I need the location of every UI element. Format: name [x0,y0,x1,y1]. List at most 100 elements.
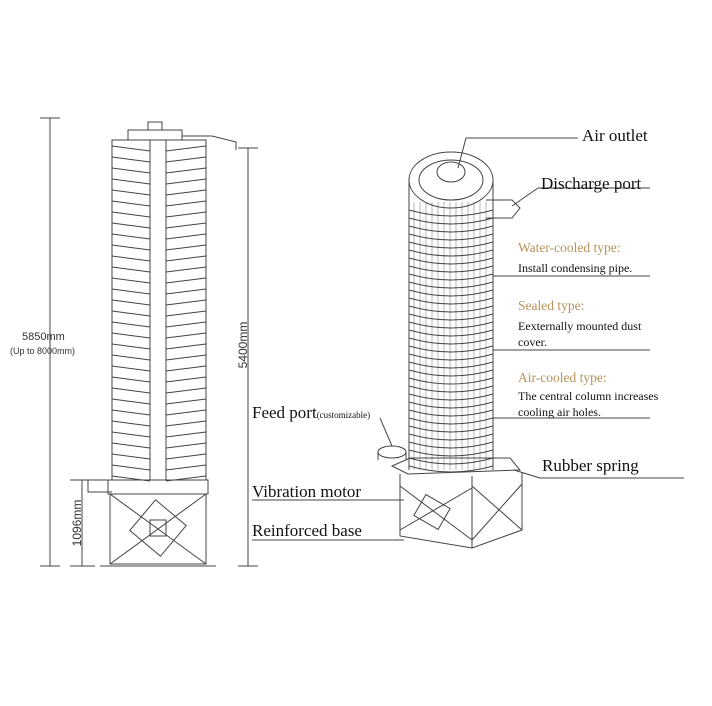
leader-air-outlet-a [457,137,467,169]
right-tray-line [408,329,494,337]
right-tray-line [408,241,494,249]
right-tray-line [408,305,494,313]
right-tray-line [408,233,494,241]
right-discharge-port [486,199,521,219]
left-tray-line [111,255,207,262]
right-vibration-motor [413,493,451,531]
left-tray-line [111,365,207,372]
right-tray-line [408,249,494,257]
left-tray-line [111,299,207,306]
left-base-plate [107,479,209,495]
left-tray-line [111,387,207,394]
sealed-desc-2: cover. [518,335,547,349]
left-tray-line [111,310,207,317]
right-tray-line [408,313,494,321]
right-tray-line [408,265,494,273]
left-tray-line [111,211,207,218]
left-tray-line [111,398,207,405]
right-tray-line [408,281,494,289]
left-top-cap [127,129,183,141]
left-tray-line [111,266,207,273]
left-tray-line [111,343,207,350]
right-tray-line [408,337,494,345]
right-base-brace-1 [399,485,473,541]
right-tray-line [408,209,494,217]
right-tray-line [408,289,494,297]
right-tray-line [408,449,494,457]
right-tray-line [408,393,494,401]
leader-feed-port [379,417,393,447]
left-tray-line [111,288,207,295]
air-cooled-desc-1: The central column increases [518,389,659,403]
label-air-outlet: Air outlet [582,126,648,145]
dim-total-note: (Up to 8000mm) [10,346,76,356]
right-feed-port [377,445,407,459]
dim-column-label: 5400mm [236,321,250,369]
right-tray-line [408,345,494,353]
sealed-desc-1: Eexternally mounted dust [518,319,642,333]
left-tray-line [111,145,207,152]
left-tray-line [111,178,207,185]
right-tray-line [408,369,494,377]
left-tray-line [111,409,207,416]
dim-total-label: 5850mm [22,331,65,343]
air-cooled-desc-2: cooling air holes. [518,405,601,419]
left-tray-line [111,244,207,251]
left-tray-line [111,167,207,174]
left-tray-line [111,200,207,207]
right-air-outlet [436,161,466,183]
right-spiral-trays [408,202,494,473]
left-tray-line [111,233,207,240]
right-base-brace-2 [399,487,473,531]
right-tray-line [408,225,494,233]
left-tray-line [111,442,207,449]
label-discharge-port: Discharge port [541,174,642,193]
dim-base-label: 1096mm [70,499,84,547]
label-reinforced-base: Reinforced base [252,521,362,540]
left-tray-line [111,332,207,339]
label-feed-port-note: (customizable) [316,410,371,420]
right-tray-line [408,217,494,225]
right-top-inner [418,159,484,201]
left-base-brace-2 [109,493,207,565]
left-discharge-spout [182,135,237,150]
air-cooled-title: Air-cooled type: [518,370,607,385]
right-base-top [390,457,522,475]
left-motor-core [149,519,167,537]
label-feed-port: Feed port(customizable) [252,403,371,422]
left-tray-line [111,189,207,196]
left-column-body [111,139,207,481]
right-tray-line [408,377,494,385]
right-tray-line [408,441,494,449]
left-tray-line [111,453,207,460]
right-tray-line [408,297,494,305]
left-tray-line [111,321,207,328]
left-spiral-trays [111,145,207,482]
left-tray-line [111,420,207,427]
left-tray-line [111,222,207,229]
right-tray-line [408,273,494,281]
left-tray-line [111,376,207,383]
right-tray-line [408,385,494,393]
right-tray-line [408,321,494,329]
right-tray-line [408,417,494,425]
left-tray-line [111,156,207,163]
label-rubber-spring: Rubber spring [542,456,639,475]
left-tray-line [111,464,207,471]
water-cooled-title: Water-cooled type: [518,240,621,255]
right-tray-line [408,361,494,369]
right-base-frame [399,472,523,549]
left-tray-line [111,431,207,438]
left-feed-port [87,479,112,493]
right-tray-line [408,257,494,265]
label-vibration-motor: Vibration motor [252,482,361,501]
right-tray-line [408,401,494,409]
left-base-frame [109,493,207,565]
right-tray-line [408,425,494,433]
left-tray-line [111,277,207,284]
left-tray-line [111,354,207,361]
left-air-vent [147,121,163,131]
right-tray-line [408,409,494,417]
